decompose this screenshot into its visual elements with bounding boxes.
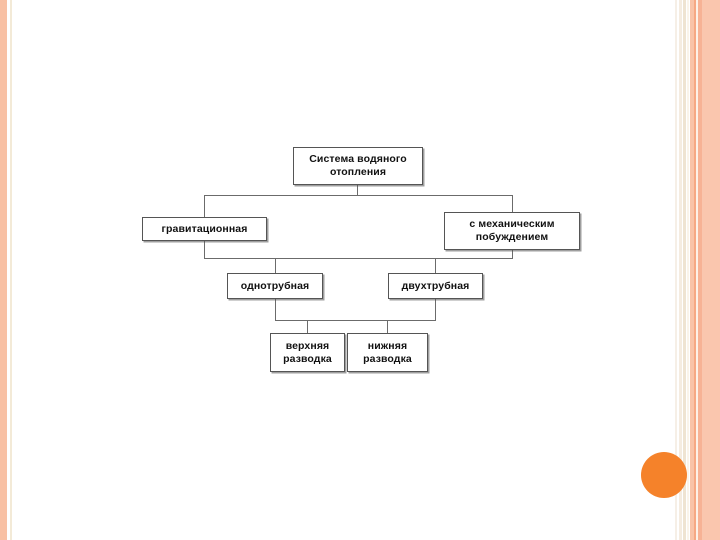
node-two-pipe-label: двухтрубная [401,279,470,292]
right-pale-hairline-1 [675,0,677,540]
connector-drop-gravitational [204,195,206,218]
node-gravitational[interactable]: гравитационная [142,217,267,241]
connector-level2-bus [204,258,513,260]
node-root-line2: отопления [329,166,387,178]
node-one-pipe[interactable]: однотрубная [227,273,323,299]
orange-circle-bullet [641,452,687,498]
node-mechanical[interactable]: с механическим побуждением [444,212,580,250]
connector-level3-bus [275,320,436,322]
right-salmon-band-1 [690,0,694,540]
connector-drop-bottom-distribution [387,320,389,333]
connector-mechanical-stem [512,250,514,259]
node-top-distribution-line1: верхняя [285,339,330,352]
node-bottom-distribution-line1: нижняя [367,339,408,352]
node-top-distribution-line2: разводка [283,352,332,365]
right-pale-gap [696,0,698,540]
left-cream-hairline [10,0,12,540]
connector-root-stem [357,185,359,195]
node-bottom-distribution-line2: разводка [363,352,412,365]
node-top-distribution[interactable]: верхняя разводка [270,333,345,372]
left-salmon-bar [0,0,7,540]
node-two-pipe[interactable]: двухтрубная [388,273,483,299]
connector-level1-bus [204,195,513,197]
connector-drop-one-pipe [275,258,277,274]
node-mechanical-line1: с механическим [469,218,555,231]
node-root[interactable]: Система водяного отопления [293,147,423,185]
right-pale-hairline-2 [687,0,689,540]
right-salmon-wide [702,0,720,540]
node-gravitational-label: гравитационная [161,222,248,235]
connector-two-pipe-stem [435,299,437,321]
connector-one-pipe-stem [275,299,277,321]
node-root-line1: Система водяного [309,153,407,166]
connector-gravitational-stem [204,241,206,259]
connector-drop-two-pipe [435,258,437,274]
right-salmon-band-3 [698,0,702,540]
right-salmon-band-2 [694,0,696,540]
node-bottom-distribution[interactable]: нижняя разводка [347,333,428,372]
node-mechanical-line2: побуждением [475,231,549,243]
connector-drop-top-distribution [307,320,309,333]
right-cream-band-1 [679,0,682,540]
right-cream-band-2 [683,0,686,540]
connector-drop-mechanical [512,195,514,213]
node-one-pipe-label: однотрубная [240,279,310,292]
